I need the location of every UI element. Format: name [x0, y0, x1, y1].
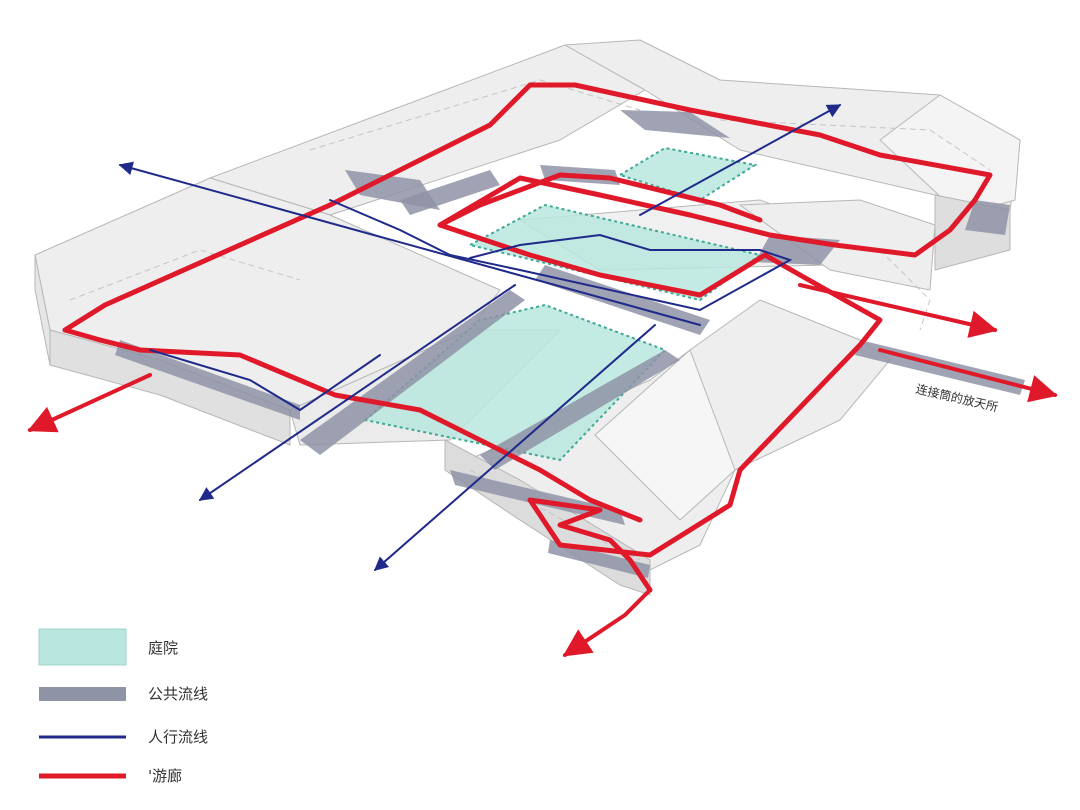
- pedestrian-south-west: [198, 284, 516, 501]
- corridor-exits: [27, 283, 1058, 657]
- public-flow-south-diagonal: [480, 350, 680, 470]
- pedestrian-upper-link: [329, 199, 451, 256]
- public-flow-far-east: [965, 200, 1010, 235]
- dashed-outlines: [69, 79, 991, 561]
- corridor-exit-south: [562, 588, 652, 657]
- public-flow-south-step: [548, 540, 650, 578]
- pedestrian-west-diagonal: [118, 161, 701, 326]
- legend-item-corridor: '游廊: [38, 765, 182, 786]
- courtyard-north: [617, 146, 758, 202]
- legend-item-pedestrian: 人行流线: [38, 726, 208, 747]
- legend-label-courtyard: 庭院: [148, 638, 179, 657]
- pedestrian-north-diagonal: [639, 104, 842, 216]
- pedestrian-routes: [118, 104, 842, 571]
- public-flow-crossbar-2: [400, 170, 500, 215]
- legend-label-corridor: '游廊: [148, 767, 183, 785]
- legend-swatch-corridor: [39, 773, 126, 778]
- public-flow-west-strip: [115, 340, 300, 420]
- corridor-inner-loop: [437, 172, 763, 228]
- public-flow-south-ramp: [450, 470, 625, 525]
- corridor-outer-loop: [62, 82, 993, 593]
- corridor-exit-west: [27, 373, 152, 433]
- legend-item-public-flow: 公共流线: [38, 683, 208, 704]
- building-west-wall: [34, 254, 51, 366]
- corridor-routes: [62, 82, 993, 593]
- legend-swatch-courtyard: [38, 628, 127, 666]
- pedestrian-loop: [449, 233, 793, 312]
- corridor-exit-bridge: [878, 348, 1058, 403]
- courtyard-center: [467, 203, 763, 302]
- public-flow-north: [620, 110, 730, 138]
- legend-label-pedestrian: 人行流线: [148, 728, 209, 746]
- legend-item-courtyard: 庭院: [38, 628, 178, 666]
- legend-swatch-public-flow: [39, 686, 126, 701]
- public-flow-diagonal: [300, 290, 525, 455]
- legend-swatch-pedestrian: [39, 735, 126, 738]
- pedestrian-south: [373, 324, 656, 571]
- pedestrian-west-link: [149, 349, 381, 412]
- building-south-east-gable: [594, 349, 736, 521]
- corridor-exit-east: [798, 283, 998, 338]
- legend-label-public-flow: 公共流线: [148, 685, 209, 703]
- corridor-west-return: [62, 327, 643, 523]
